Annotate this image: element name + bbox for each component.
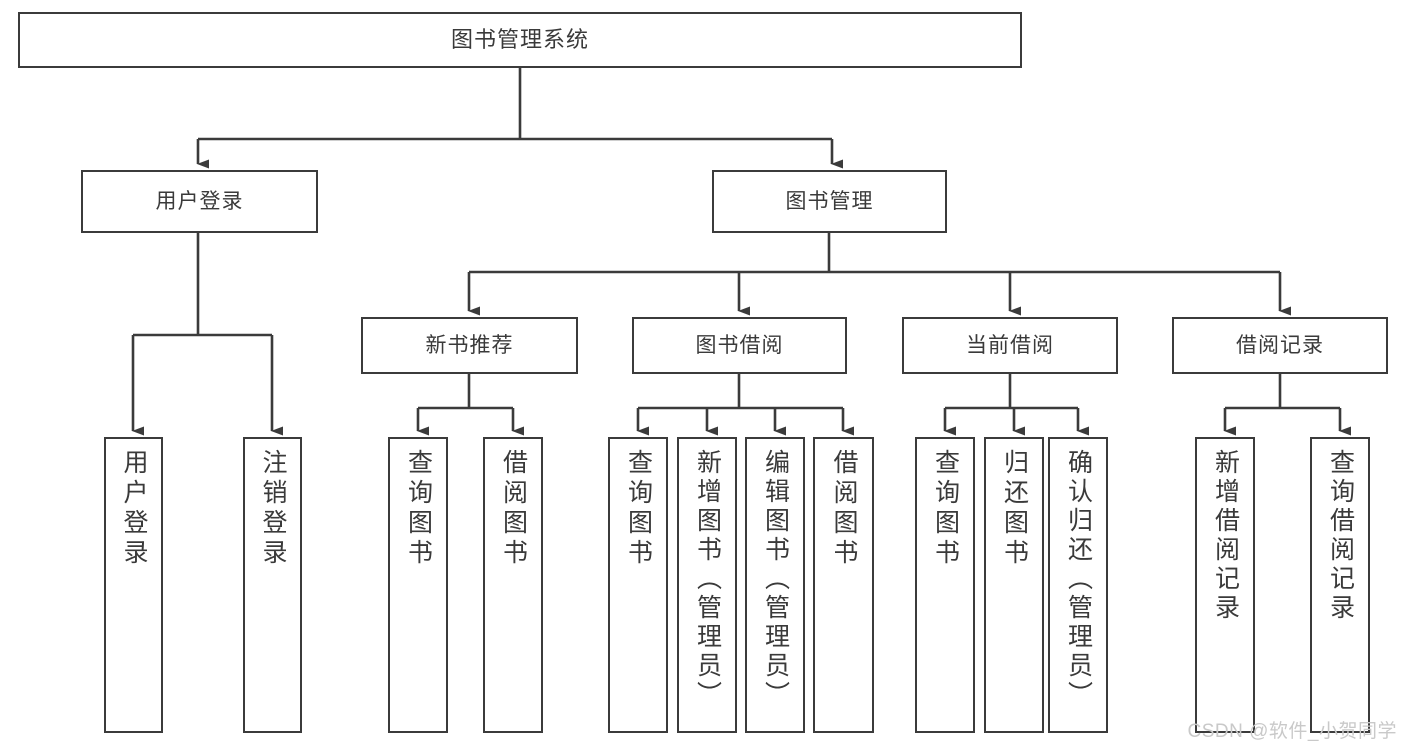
leaf-edit-book[interactable]: 编辑图书（管理员） [745,437,805,733]
node-label: 查询借阅记录 [1326,449,1355,623]
watermark: CSDN @软件_小贺同学 [1187,721,1397,742]
node-label: 图书借阅 [695,333,784,357]
node-label: 查询图书 [624,449,653,569]
leaf-return-book[interactable]: 归还图书 [984,437,1044,733]
node-label: 用户登录 [155,189,244,213]
node-label: 查询图书 [931,449,960,569]
node-user-login[interactable]: 用户登录 [81,170,318,233]
leaf-add-borrowing-record[interactable]: 新增借阅记录 [1195,437,1255,733]
node-current-borrowing[interactable]: 当前借阅 [902,317,1118,374]
node-label: 当前借阅 [966,333,1054,357]
node-label: 借阅记录 [1236,333,1324,357]
node-book-management[interactable]: 图书管理 [712,170,947,233]
node-label: 确认归还（管理员） [1064,449,1093,710]
node-book-borrowing[interactable]: 图书借阅 [632,317,847,374]
node-label: 新书推荐 [425,333,514,357]
node-label: 用户登录 [120,449,148,569]
node-label: 查询图书 [404,449,433,569]
leaf-borrow-book-1[interactable]: 借阅图书 [483,437,543,733]
leaf-query-book-2[interactable]: 查询图书 [608,437,668,733]
node-label: 新增借阅记录 [1211,449,1240,623]
node-label: 编辑图书（管理员） [761,449,790,710]
node-label: 注销登录 [259,449,287,569]
node-label: 借阅图书 [499,449,528,569]
node-borrowing-records[interactable]: 借阅记录 [1172,317,1388,374]
leaf-confirm-return[interactable]: 确认归还（管理员） [1048,437,1108,733]
leaf-borrow-book-2[interactable]: 借阅图书 [813,437,874,733]
leaf-query-borrowing-record[interactable]: 查询借阅记录 [1310,437,1370,733]
node-new-book-recommendation[interactable]: 新书推荐 [361,317,578,374]
leaf-logout[interactable]: 注销登录 [243,437,302,733]
leaf-add-book[interactable]: 新增图书（管理员） [677,437,737,733]
node-label: 归还图书 [1000,449,1029,569]
node-label: 新增图书（管理员） [693,449,722,710]
node-label: 图书管理 [785,189,874,213]
node-label: 借阅图书 [830,449,858,569]
node-label: 图书管理系统 [450,26,589,52]
leaf-query-book-3[interactable]: 查询图书 [915,437,975,733]
leaf-user-login[interactable]: 用户登录 [104,437,163,733]
node-root-book-management-system[interactable]: 图书管理系统 [18,12,1022,68]
leaf-query-book-1[interactable]: 查询图书 [388,437,448,733]
